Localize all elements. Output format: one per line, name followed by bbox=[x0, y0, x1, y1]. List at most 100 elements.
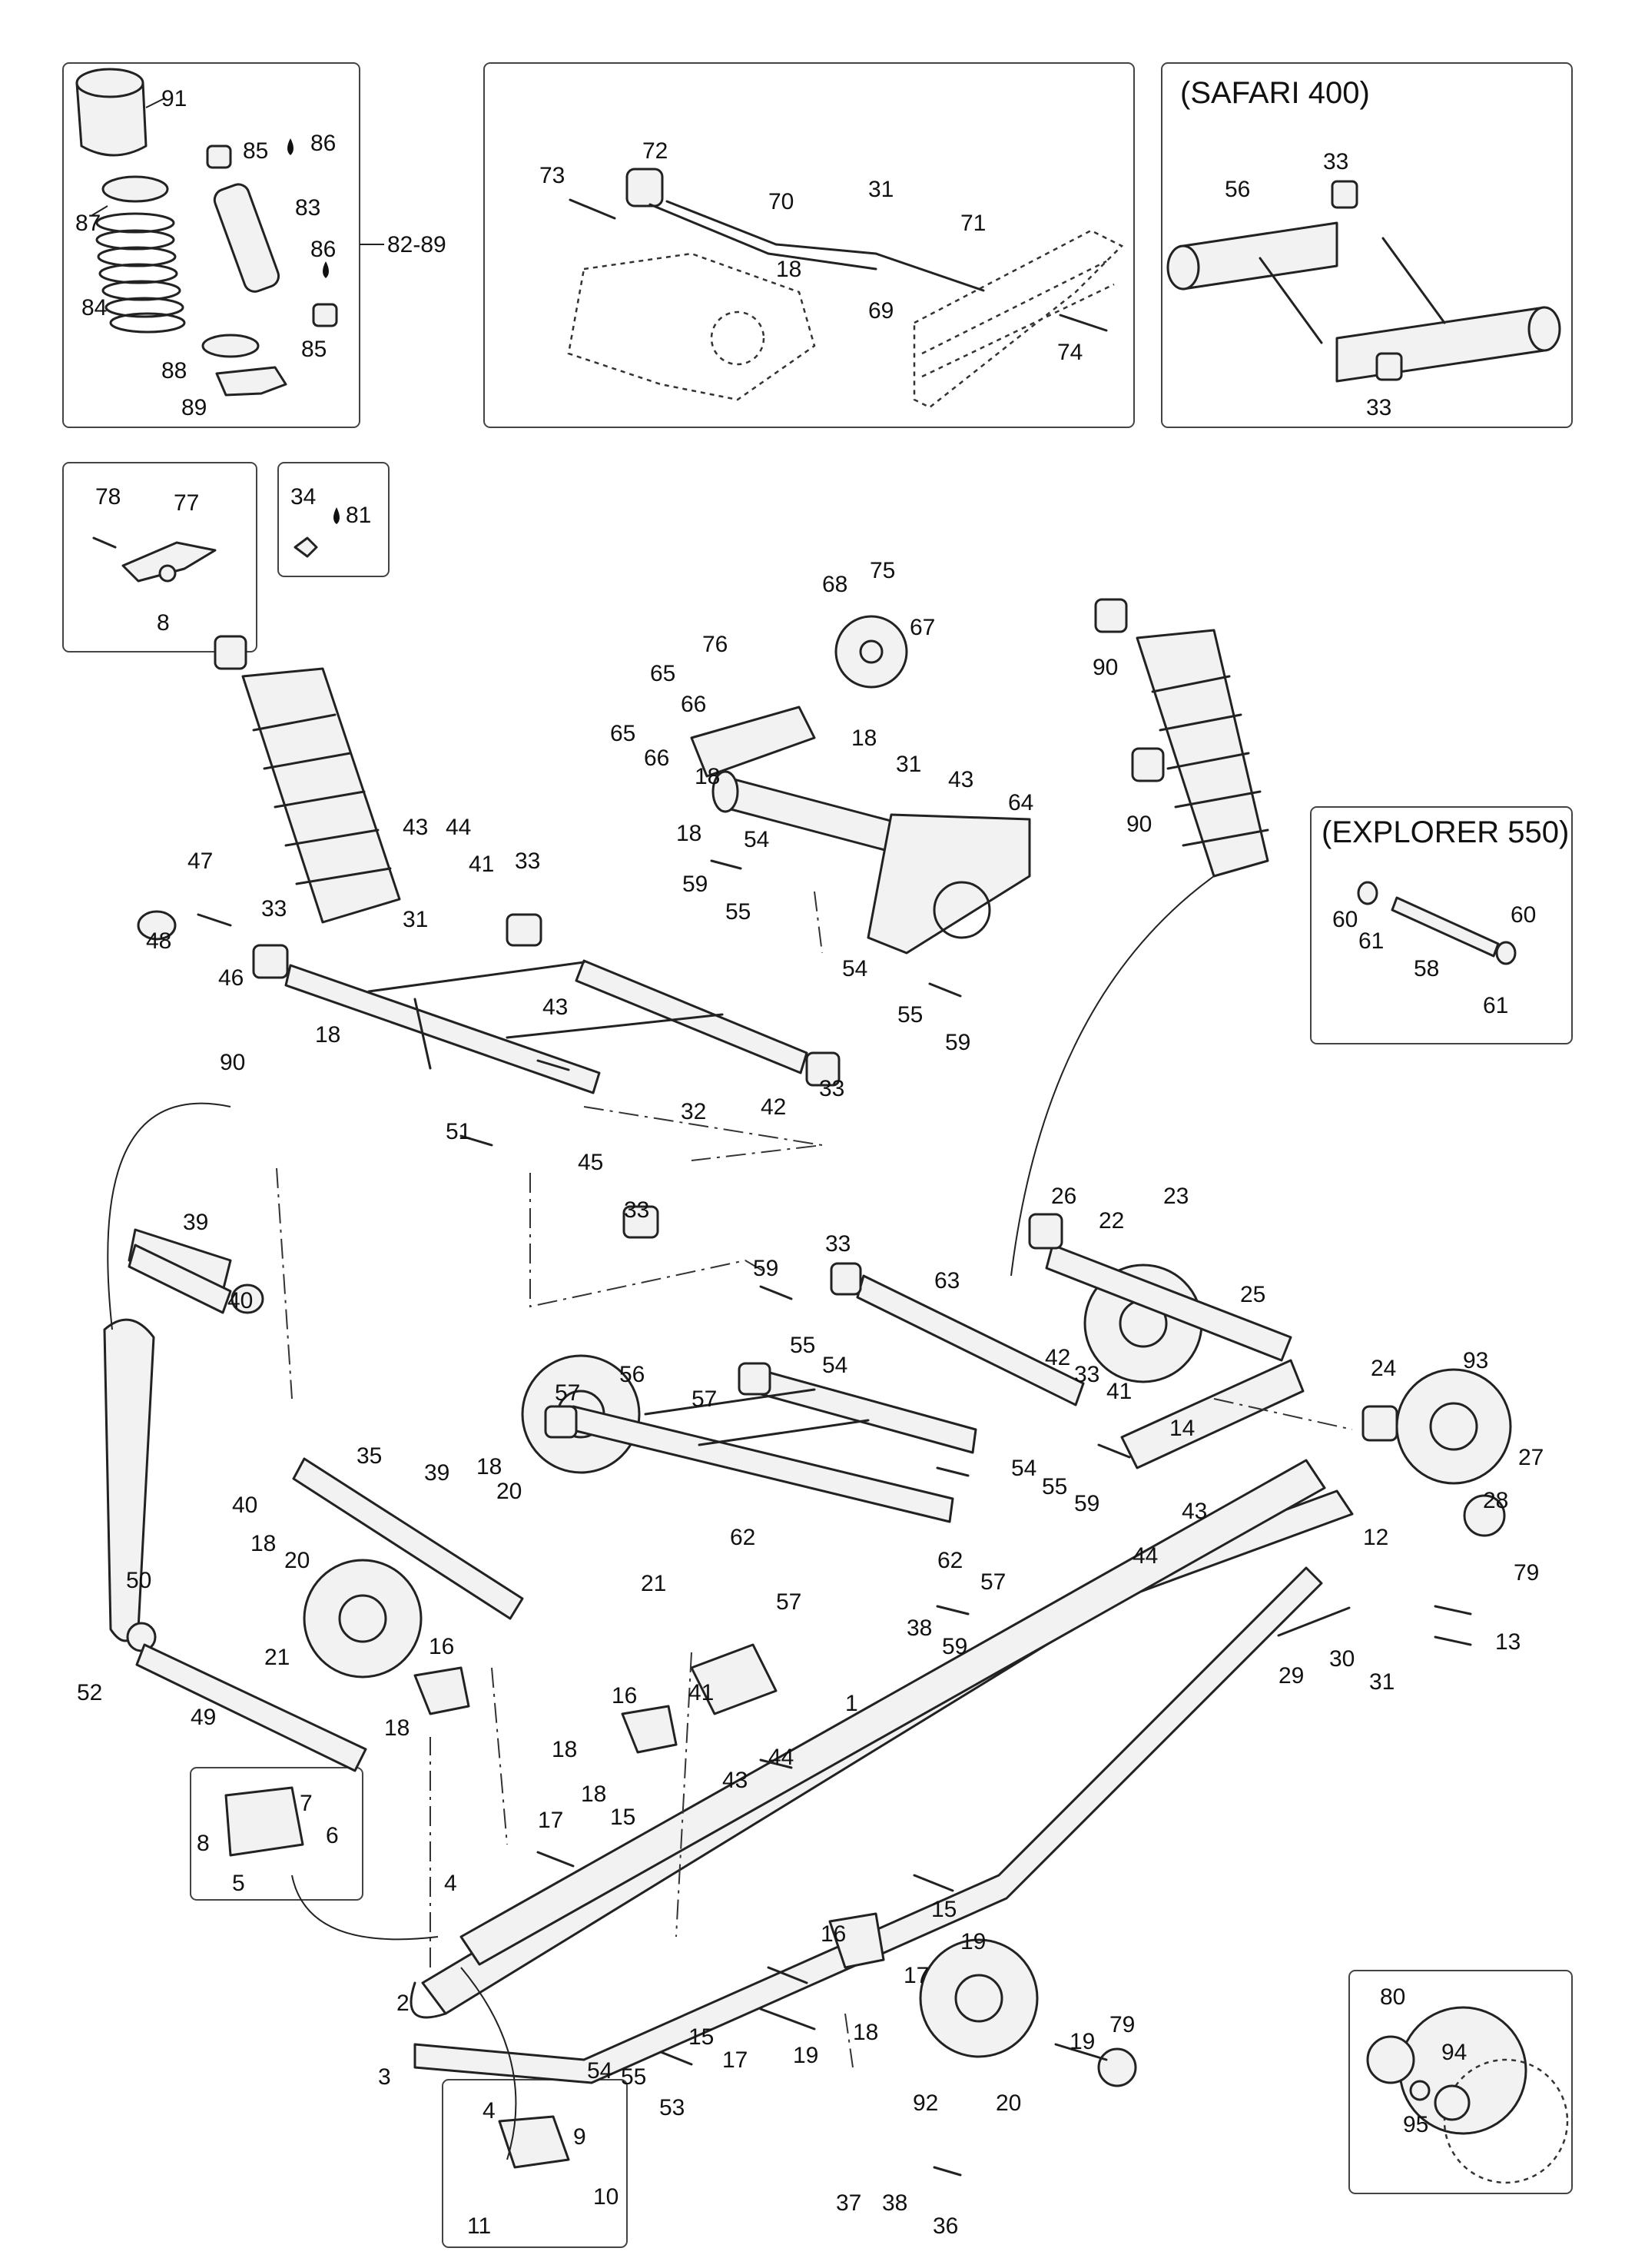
rear-shock-90 bbox=[1094, 598, 1269, 878]
callout-18k: 18 bbox=[853, 2020, 878, 2045]
callout-15: 15 bbox=[610, 1805, 635, 1830]
callout-6: 6 bbox=[326, 1823, 339, 1848]
callout-9: 9 bbox=[573, 2124, 586, 2150]
callout-37: 37 bbox=[836, 2190, 861, 2216]
safari-drawing bbox=[1166, 180, 1561, 383]
panel-bearing bbox=[1348, 1970, 1573, 2194]
callout-78: 78 bbox=[95, 484, 121, 510]
callout-54d: 54 bbox=[1011, 1456, 1036, 1481]
callout-56: 56 bbox=[1225, 177, 1250, 202]
front-shock-90 bbox=[128, 635, 401, 1314]
callout-10: 10 bbox=[593, 2184, 619, 2210]
callout-41b: 41 bbox=[1106, 1379, 1132, 1404]
callout-43d: 43 bbox=[1182, 1499, 1207, 1524]
upper-arm-32 bbox=[137, 910, 841, 1239]
callout-18b: 18 bbox=[851, 726, 877, 751]
callout-42b: 42 bbox=[1045, 1345, 1070, 1370]
callout-33g: 33 bbox=[825, 1231, 851, 1257]
callout-79b: 79 bbox=[1109, 2012, 1135, 2037]
circlip-95 bbox=[1409, 2080, 1431, 2101]
callout-18i: 18 bbox=[552, 1737, 577, 1762]
shaft-49 bbox=[135, 1643, 367, 1772]
fitting-drawing bbox=[294, 507, 340, 558]
callout-39b: 39 bbox=[424, 1460, 449, 1486]
panel-fitting bbox=[277, 462, 390, 577]
callout-84: 84 bbox=[81, 295, 107, 320]
callout-60: 60 bbox=[1332, 907, 1358, 932]
panel-safari bbox=[1161, 62, 1573, 428]
panel-bracket bbox=[62, 462, 257, 653]
callout-55c: 55 bbox=[790, 1333, 815, 1358]
callout-40b: 40 bbox=[232, 1493, 257, 1518]
callout-46: 46 bbox=[218, 965, 244, 991]
panel-borders bbox=[62, 62, 1573, 2248]
bushing-85b bbox=[312, 303, 338, 327]
callout-59c: 59 bbox=[753, 1256, 778, 1281]
seat-89 bbox=[215, 366, 287, 397]
callout-57: 57 bbox=[555, 1380, 580, 1406]
callout-74: 74 bbox=[1057, 340, 1083, 365]
callout-33f: 33 bbox=[624, 1197, 649, 1223]
callout-20: 20 bbox=[496, 1479, 522, 1504]
callout-80: 80 bbox=[1380, 1984, 1405, 2010]
callout-18c: 18 bbox=[695, 764, 720, 789]
callout-86: 86 bbox=[310, 131, 336, 156]
callout-18g: 18 bbox=[250, 1531, 276, 1556]
callout-72: 72 bbox=[642, 138, 668, 164]
block-5 bbox=[224, 1786, 304, 1857]
linkage-drawing bbox=[567, 168, 1124, 409]
callout-21b: 21 bbox=[264, 1645, 290, 1670]
callout-51: 51 bbox=[446, 1119, 471, 1144]
main-assembly bbox=[103, 598, 1569, 2184]
callout-43b: 43 bbox=[403, 815, 428, 840]
callout-54b: 54 bbox=[842, 956, 867, 981]
callout-33e: 33 bbox=[819, 1076, 844, 1101]
callout-55d: 55 bbox=[1042, 1474, 1067, 1499]
callout-17: 17 bbox=[538, 1808, 563, 1833]
explorer-panel-title: (EXPLORER 550) bbox=[1322, 815, 1569, 849]
callout-55b: 55 bbox=[897, 1002, 923, 1028]
callout-4: 4 bbox=[444, 1871, 457, 1896]
callout-59d: 59 bbox=[942, 1634, 967, 1659]
safari-panel-title: (SAFARI 400) bbox=[1180, 76, 1370, 110]
callout-56b: 56 bbox=[619, 1362, 645, 1387]
callout-59: 59 bbox=[682, 872, 708, 897]
callout-58: 58 bbox=[1414, 956, 1439, 981]
callout-59e: 59 bbox=[1074, 1491, 1099, 1516]
callout-66: 66 bbox=[681, 692, 706, 717]
bearing-94 bbox=[1434, 2084, 1471, 2121]
shock-kit-drawing bbox=[75, 68, 384, 397]
bushing-85a bbox=[206, 144, 232, 169]
link-arm-52 bbox=[103, 1318, 155, 1642]
callout-54: 54 bbox=[744, 827, 769, 852]
callout-8: 8 bbox=[157, 610, 170, 636]
callout-18h: 18 bbox=[384, 1715, 410, 1741]
callout-47: 47 bbox=[187, 848, 213, 874]
callout-43c: 43 bbox=[542, 995, 568, 1020]
callout-45: 45 bbox=[578, 1150, 603, 1175]
grease-drop-86b bbox=[323, 261, 329, 278]
callout-16: 16 bbox=[429, 1634, 454, 1659]
callout-55: 55 bbox=[725, 899, 751, 925]
callout-62: 62 bbox=[730, 1525, 755, 1550]
slider-2 bbox=[413, 1566, 1323, 2084]
callout-43e: 43 bbox=[722, 1768, 748, 1793]
callout-91: 91 bbox=[161, 86, 187, 111]
callout-77: 77 bbox=[174, 490, 199, 516]
callout-31d: 31 bbox=[1369, 1669, 1395, 1695]
slide-rail-1 bbox=[410, 1359, 1354, 2019]
crossmember-64 bbox=[690, 615, 1031, 955]
callout-33d: 33 bbox=[261, 896, 287, 921]
callouts: 91 85 86 83 87 82-89 86 84 85 88 89 72 7… bbox=[75, 86, 1544, 2239]
callout-76: 76 bbox=[702, 632, 728, 657]
callout-54e: 54 bbox=[587, 2058, 612, 2084]
callout-42: 42 bbox=[761, 1094, 786, 1120]
callout-16c: 16 bbox=[821, 1921, 846, 1947]
callout-15b: 15 bbox=[931, 1897, 957, 1922]
callout-48: 48 bbox=[146, 928, 171, 954]
callout-2: 2 bbox=[396, 1991, 410, 2016]
bracket-drawing bbox=[92, 536, 217, 583]
callout-41c: 41 bbox=[688, 1680, 714, 1705]
callout-89: 89 bbox=[181, 395, 207, 420]
